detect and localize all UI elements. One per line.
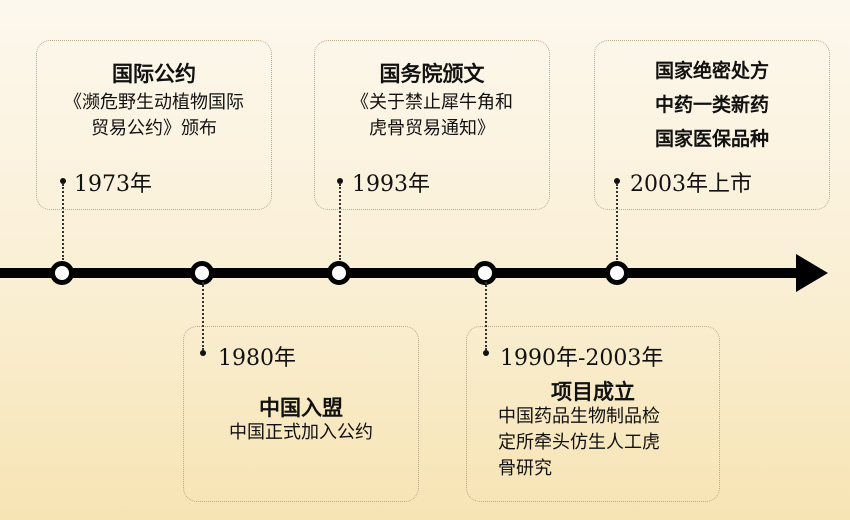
- event-bullet: [337, 178, 343, 184]
- connector-line: [62, 184, 64, 260]
- event-bullet: [60, 178, 66, 184]
- event-card-1980: [183, 326, 419, 502]
- connector-line: [202, 282, 204, 350]
- event-title: 中国入盟: [259, 396, 343, 420]
- event-title: 国务院颁文: [379, 62, 485, 86]
- event-year: 2003年上市: [630, 172, 752, 197]
- event-card-1973: [36, 40, 272, 210]
- connector-line: [339, 184, 341, 260]
- timeline-node-2003: [605, 261, 629, 285]
- event-bullet: [614, 178, 620, 184]
- event-desc-line: 骨研究: [498, 458, 552, 479]
- connector-line: [485, 282, 487, 350]
- event-card-1990-2003: [466, 326, 720, 502]
- event-desc-line: 《濒危野生动植物国际: [64, 92, 244, 113]
- event-desc-line: 中国药品生物制品检: [498, 406, 660, 427]
- event-desc-line: 贸易公约》颁布: [91, 118, 217, 139]
- event-desc-line: 《关于禁止犀牛角和: [351, 92, 513, 113]
- event-desc-line: 定所牵头仿生人工虎: [498, 432, 660, 453]
- event-year: 1980年: [218, 346, 296, 371]
- event-bullet: [483, 350, 489, 356]
- connector-line: [616, 184, 618, 260]
- event-title: 项目成立: [551, 380, 635, 404]
- timeline-node-1973: [50, 261, 74, 285]
- event-year: 1973年: [74, 172, 152, 197]
- event-bullet: [200, 350, 206, 356]
- event-title: 国际公约: [112, 62, 196, 86]
- arrow-right-icon: [796, 254, 828, 292]
- event-year: 1993年: [352, 172, 430, 197]
- event-title-line: 中药一类新药: [654, 94, 769, 116]
- event-title-line: 国家医保品种: [654, 128, 769, 150]
- timeline-axis: [0, 268, 802, 278]
- event-desc-line: 虎骨贸易通知》: [369, 118, 495, 139]
- event-year: 1990年-2003年: [500, 346, 664, 371]
- event-card-1993: [314, 40, 550, 210]
- event-card-2003: [594, 40, 830, 210]
- event-title-line: 国家绝密处方: [654, 60, 769, 82]
- event-desc-line: 中国正式加入公约: [229, 422, 373, 443]
- timeline-node-1993: [327, 261, 351, 285]
